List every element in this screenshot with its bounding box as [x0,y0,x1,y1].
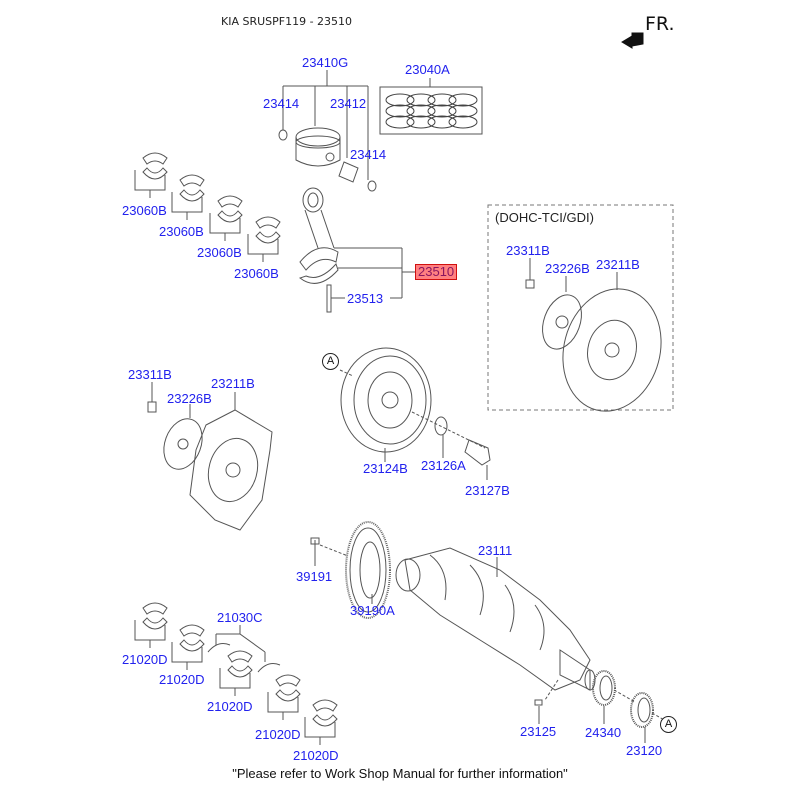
part-label-main-bearing[interactable]: 21020D [293,748,339,763]
part-label-crankshaft[interactable]: 23111 [478,543,513,558]
part-label-connecting-rod-assy-highlighted[interactable]: 23510 [415,264,458,280]
part-label-ring-gear[interactable]: 39190A [350,603,395,618]
part-label-dohc-drive-plate[interactable]: 23211B [596,257,640,272]
front-arrow-icon [621,32,644,49]
main-bearings-drawing [134,602,338,745]
damper-pulley-drawing [339,347,491,480]
callout-a-marker: A [660,716,677,733]
part-label-damper-pulley[interactable]: 23124B [363,461,408,476]
piston-ring-set-drawing [379,78,483,135]
part-label-piston-assy[interactable]: 23410G [302,55,349,70]
part-label-ring-gear-bolt[interactable]: 39191 [296,569,333,584]
part-label-piston-ring-set[interactable]: 23040A [405,62,450,77]
part-label-conrod-bolt[interactable]: 23513 [347,291,384,306]
part-label-flywheel-bolt[interactable]: 23311B [128,367,172,382]
piston-assembly-drawing [278,70,377,192]
drive-plate-drawing [147,382,273,531]
part-label-dohc-flywheel-bolt[interactable]: 23311B [506,243,550,258]
part-label-snap-ring[interactable]: 23414 [350,147,387,162]
part-label-conrod-bearing[interactable]: 23060B [234,266,279,281]
part-label-conrod-bearing[interactable]: 23060B [197,245,242,260]
ring-gear-drawing [310,521,391,619]
part-label-dohc-adapter-plate[interactable]: 23226B [545,261,590,276]
part-label-pulley-bolt[interactable]: 23127B [465,483,510,498]
workshop-manual-note: "Please refer to Work Shop Manual for fu… [232,766,568,781]
part-label-piston-pin[interactable]: 23412 [330,96,367,111]
dohc-group-box [487,204,674,412]
dohc-group-label: (DOHC-TCI/GDI) [495,210,594,225]
part-label-main-bearing[interactable]: 21020D [122,652,168,667]
part-label-conrod-bearing[interactable]: 23060B [122,203,167,218]
front-direction-label: FR. [645,13,675,35]
part-label-drive-plate[interactable]: 23211B [211,376,255,391]
part-label-thrust-bearing[interactable]: 21030C [217,610,263,625]
part-label-main-bearing[interactable]: 21020D [207,699,253,714]
part-label-adapter-plate[interactable]: 23226B [167,391,212,406]
part-label-main-bearing[interactable]: 21020D [255,727,301,742]
part-label-snap-ring[interactable]: 23414 [263,96,300,111]
part-label-crank-sprocket[interactable]: 23120 [626,743,663,758]
connecting-rod-drawing [298,187,416,313]
callout-a-marker: A [322,353,339,370]
part-label-pulley-washer[interactable]: 23126A [421,458,466,473]
part-label-conrod-bearing[interactable]: 23060B [159,224,204,239]
part-label-main-bearing[interactable]: 21020D [159,672,205,687]
crankshaft-drawing [395,547,667,743]
part-label-woodruff-key[interactable]: 23125 [520,724,557,739]
conrod-bearings-drawing [134,152,281,262]
part-label-timing-sprocket[interactable]: 24340 [585,725,622,740]
diagram-title: KIA SRUSPF119 - 23510 [221,15,353,28]
